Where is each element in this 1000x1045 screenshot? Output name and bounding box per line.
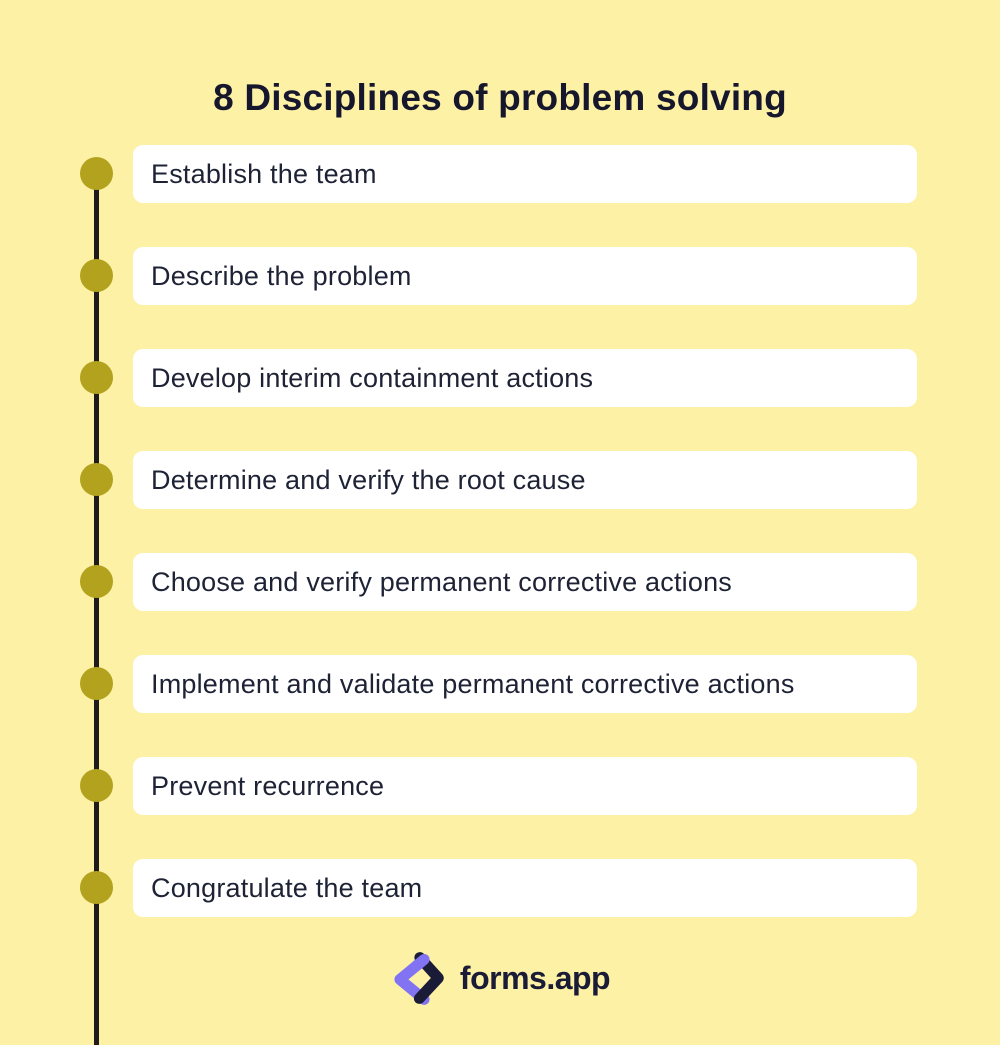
timeline-dot-icon [80,361,113,394]
brand-wordmark: forms.app [459,960,611,996]
list-item: Determine and verify the root cause [0,451,1000,509]
step-card: Choose and verify permanent corrective a… [133,553,917,611]
timeline-dot-icon [80,157,113,190]
step-card: Congratulate the team [133,859,917,917]
list-item: Implement and validate permanent correct… [0,655,1000,713]
timeline-dot-icon [80,565,113,598]
page-title: 8 Disciplines of problem solving [213,76,787,118]
list-item: Congratulate the team [0,859,1000,917]
steps-list: Establish the team Describe the problem … [0,145,1000,917]
list-item: Establish the team [0,145,1000,203]
forms-app-logo-icon [394,952,444,1005]
timeline-dot-icon [80,667,113,700]
timeline-line [94,174,99,1045]
timeline-dot-icon [80,871,113,904]
timeline-dot-icon [80,769,113,802]
step-label: Establish the team [151,158,377,189]
list-item: Prevent recurrence [0,757,1000,815]
timeline-dot-icon [80,463,113,496]
step-card: Develop interim containment actions [133,349,917,407]
list-item: Choose and verify permanent corrective a… [0,553,1000,611]
list-item: Describe the problem [0,247,1000,305]
step-card: Establish the team [133,145,917,203]
step-card: Describe the problem [133,247,917,305]
step-label: Determine and verify the root cause [151,464,586,495]
step-label: Implement and validate permanent correct… [151,668,795,699]
forms-app-logo: forms.app [390,950,611,1007]
step-label: Congratulate the team [151,872,423,903]
step-card: Implement and validate permanent correct… [133,655,917,713]
step-card: Determine and verify the root cause [133,451,917,509]
step-label: Prevent recurrence [151,770,385,801]
step-label: Choose and verify permanent corrective a… [151,566,732,597]
step-label: Develop interim containment actions [151,362,594,393]
timeline-dot-icon [80,259,113,292]
step-card: Prevent recurrence [133,757,917,815]
step-label: Describe the problem [151,260,412,291]
list-item: Develop interim containment actions [0,349,1000,407]
